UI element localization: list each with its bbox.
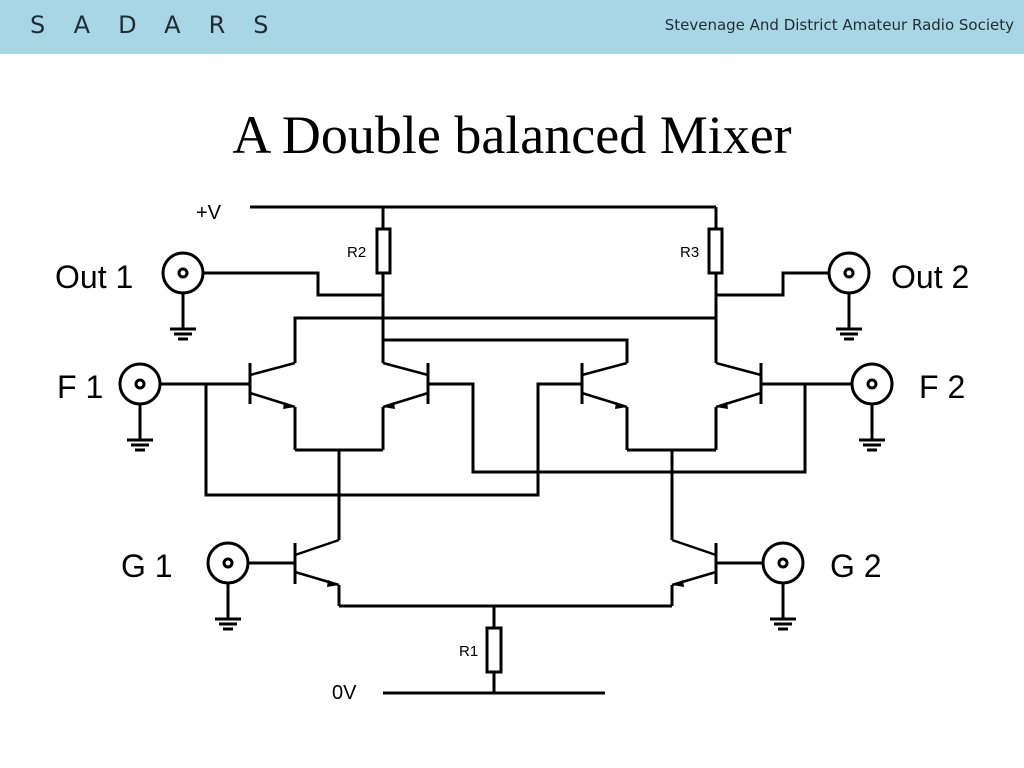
- transistor-q5: [293, 538, 341, 606]
- positive-supply-label: +V: [196, 202, 222, 224]
- positive-supply-rail: +V: [196, 202, 716, 224]
- f1-connector: F 1: [57, 362, 582, 497]
- resistor-r2-label: R2: [347, 244, 366, 261]
- out1-connector: Out 1: [55, 251, 383, 341]
- transistor-q3: [580, 361, 716, 452]
- transistor-q6: [670, 538, 718, 606]
- resistor-r2: R2: [347, 207, 392, 340]
- ground-rail-label: 0V: [332, 682, 357, 704]
- collector-cross-wiring: [293, 316, 716, 363]
- out2-connector: Out 2: [716, 251, 969, 341]
- ground-rail: 0V: [332, 682, 605, 704]
- resistor-r3: R3: [680, 207, 724, 363]
- resistor-r1: R1: [339, 604, 672, 693]
- society-name: Stevenage And District Amateur Radio Soc…: [664, 16, 1014, 34]
- g1-label: G 1: [121, 548, 173, 584]
- sadars-logo: SADARS: [30, 11, 297, 39]
- transistor-q4: [714, 361, 763, 450]
- out2-label: Out 2: [891, 259, 969, 295]
- transistor-q2: [381, 340, 430, 450]
- emitter-to-collector-links: [337, 450, 674, 540]
- f2-connector: F 2: [428, 362, 965, 474]
- resistor-r1-label: R1: [459, 643, 478, 660]
- f1-label: F 1: [57, 369, 103, 405]
- g1-connector: G 1: [121, 541, 295, 631]
- header-banner: SADARS Stevenage And District Amateur Ra…: [0, 0, 1024, 54]
- g2-connector: G 2: [716, 541, 882, 631]
- resistor-r3-label: R3: [680, 244, 699, 261]
- transistor-q1: [248, 361, 383, 452]
- slide-title: A Double balanced Mixer: [232, 105, 792, 165]
- out1-label: Out 1: [55, 259, 133, 295]
- f2-label: F 2: [919, 369, 965, 405]
- g2-label: G 2: [830, 548, 882, 584]
